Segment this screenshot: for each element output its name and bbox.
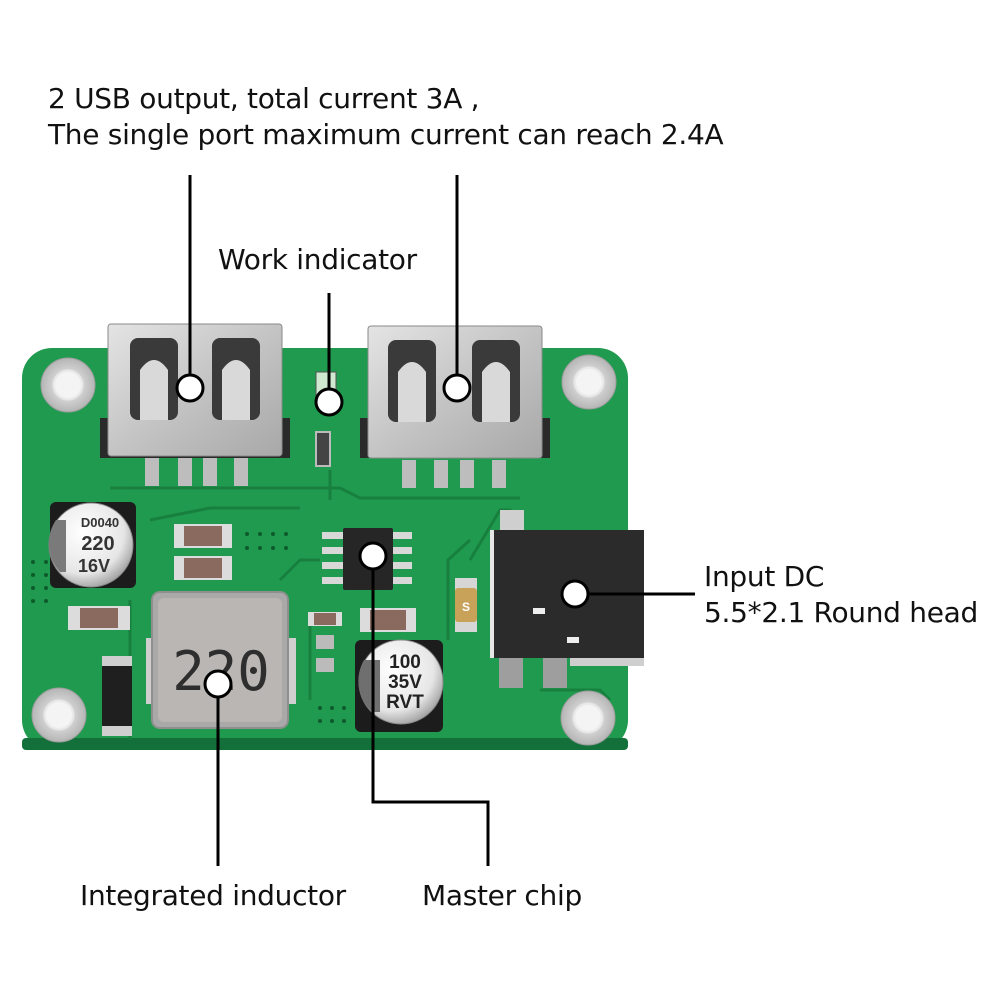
mounting-hole-bottom-left: [31, 687, 87, 743]
callout-lines: [188, 175, 695, 866]
diode: [102, 656, 132, 736]
pcb-vias: [31, 532, 346, 723]
capacitor-left-voltage: 16V: [78, 556, 110, 576]
mounting-hole-top-left: [40, 357, 96, 413]
marker-master-chip: [358, 541, 388, 571]
input-dc-label: Input DC 5.5*2.1 Round head: [704, 559, 978, 631]
mounting-hole-bottom-right: [560, 690, 616, 746]
work-indicator-label: Work indicator: [218, 243, 417, 276]
usb-output-line2: The single port maximum current can reac…: [48, 118, 724, 151]
capacitor-right: 100 35V RVT: [355, 639, 444, 732]
usb-output-line1: 2 USB output, total current 3A ,: [48, 82, 480, 115]
fuse-marking: S: [462, 600, 470, 614]
usb-port-left: [100, 323, 290, 486]
capacitor-left: D0040 220 16V: [48, 502, 136, 588]
fuse: S: [455, 578, 477, 632]
callout-line-master-chip: [371, 556, 490, 866]
marker-input-dc: [560, 579, 590, 609]
marker-work-indicator: [314, 387, 344, 417]
capacitor-right-series: RVT: [386, 692, 424, 713]
input-dc-line2: 5.5*2.1 Round head: [704, 596, 978, 629]
capacitor-right-voltage: 35V: [388, 672, 422, 693]
dc-jack: [490, 530, 644, 688]
callout-markers: [175, 373, 590, 699]
marker-inductor: [203, 669, 233, 699]
capacitor-left-code: D0040: [81, 515, 119, 530]
marker-usb-right: [442, 373, 472, 403]
integrated-inductor: 220: [146, 591, 296, 729]
master-chip-label: Master chip: [422, 879, 582, 912]
integrated-inductor-label: Integrated inductor: [80, 879, 346, 912]
capacitor-left-value: 220: [81, 533, 114, 555]
marker-usb-left: [175, 373, 205, 403]
smd-capacitors: [68, 510, 524, 672]
capacitor-right-value: 100: [389, 652, 421, 673]
usb-output-label: 2 USB output, total current 3A , The sin…: [48, 81, 724, 153]
input-dc-line1: Input DC: [704, 560, 825, 593]
mounting-hole-top-right: [561, 354, 617, 410]
